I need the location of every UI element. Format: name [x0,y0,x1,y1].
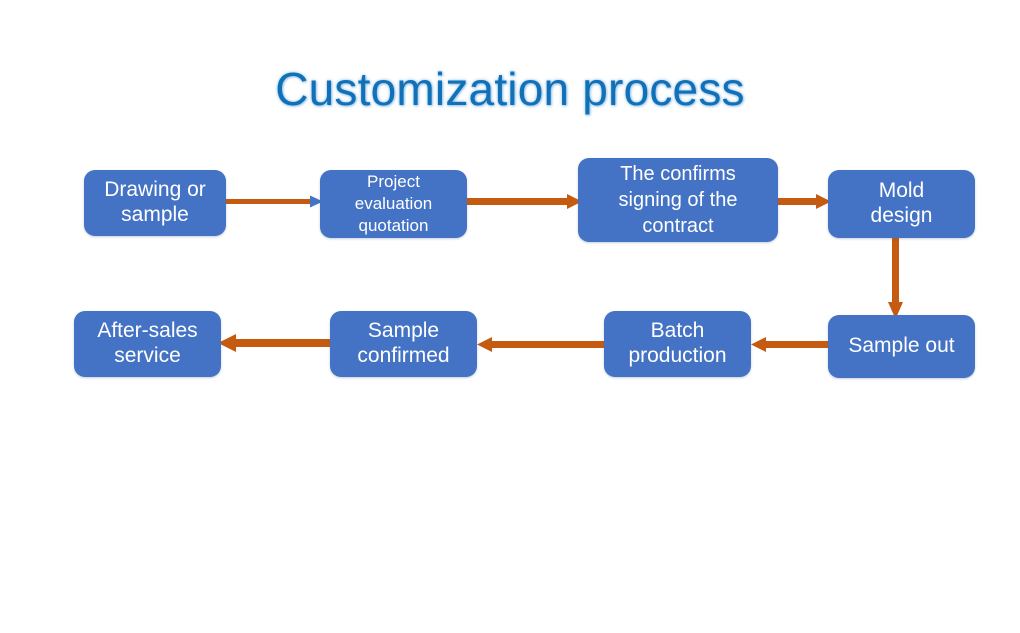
flow-node-drawing-or-sample[interactable]: Drawing or sample [84,170,226,236]
flow-node-label: Sample out [848,334,955,358]
page-title: Customization process [275,63,745,115]
flow-node-label: The confirms signing of the contract [618,163,738,237]
flow-node-project-evaluation-quotation[interactable]: Project evaluation quotation [320,170,467,238]
flow-node-sample-confirmed[interactable]: Sample confirmed [330,311,477,377]
flow-node-label: Sample confirmed [357,319,450,367]
arrow-contract-to-mold-design [776,191,832,213]
flow-node-label: Mold design [870,179,933,227]
flow-node-label: Batch production [628,319,727,367]
arrow-batch-production-to-sample-confirmed [474,334,608,356]
arrow-drawing-to-project [224,192,324,212]
arrow-sample-out-to-batch-production [748,334,832,356]
flow-node-after-sales-service[interactable]: After-sales service [74,311,221,377]
flow-node-batch-production[interactable]: Batch production [604,311,751,377]
arrow-mold-design-to-sample-out [884,236,908,320]
flow-node-label: Project evaluation quotation [354,171,433,236]
arrow-sample-confirmed-to-after-sales [216,332,336,356]
flow-node-mold-design[interactable]: Mold design [828,170,975,238]
flow-node-label: Drawing or sample [104,178,206,226]
flow-node-sample-out[interactable]: Sample out [828,315,975,378]
arrow-project-to-contract [465,191,583,213]
flow-node-label: After-sales service [97,319,198,367]
flow-node-confirms-signing-contract[interactable]: The confirms signing of the contract [578,158,778,242]
